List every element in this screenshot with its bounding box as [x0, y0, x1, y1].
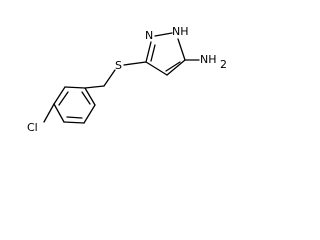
chemical-structure-diagram: NH N S Cl NH 2 — [27, 25, 227, 134]
bond-ring-1 — [64, 86, 86, 89]
bond-c3-n2-double — [150, 44, 156, 62]
triazole-ring — [145, 32, 186, 76]
bond-c3-s — [123, 61, 147, 66]
bond-c5-n4 — [166, 59, 186, 76]
bond-ring-cl — [43, 103, 55, 123]
bond-ring-6-double — [81, 91, 91, 105]
atom-n: N — [145, 29, 153, 42]
bond-ring-2 — [53, 86, 66, 105]
atom-nh2-main: NH — [200, 53, 217, 66]
bond-c5-n4-double — [165, 61, 181, 72]
atom-nh2-subscript: 2 — [220, 58, 227, 71]
bond-ring-5 — [83, 104, 96, 124]
atom-cl: Cl — [27, 121, 38, 134]
bond-n4-c3 — [145, 61, 168, 76]
bond-ring-3 — [53, 103, 65, 123]
atom-nh2: NH 2 — [200, 53, 227, 71]
bond-ring-2-double — [58, 91, 69, 106]
atom-s: S — [115, 59, 122, 72]
bond-c3-n2 — [145, 41, 152, 63]
bond-ring-6 — [84, 87, 96, 106]
atom-nh: NH — [172, 25, 189, 38]
bond-ring-4 — [63, 121, 85, 124]
bond-ring-4-double — [66, 116, 83, 119]
bond-ch2-ring — [84, 85, 105, 89]
benzene-ring — [53, 86, 96, 124]
bond-n1-c5 — [177, 38, 186, 61]
bond-s-ch2 — [103, 69, 116, 87]
bond-n2-n1 — [154, 32, 173, 37]
